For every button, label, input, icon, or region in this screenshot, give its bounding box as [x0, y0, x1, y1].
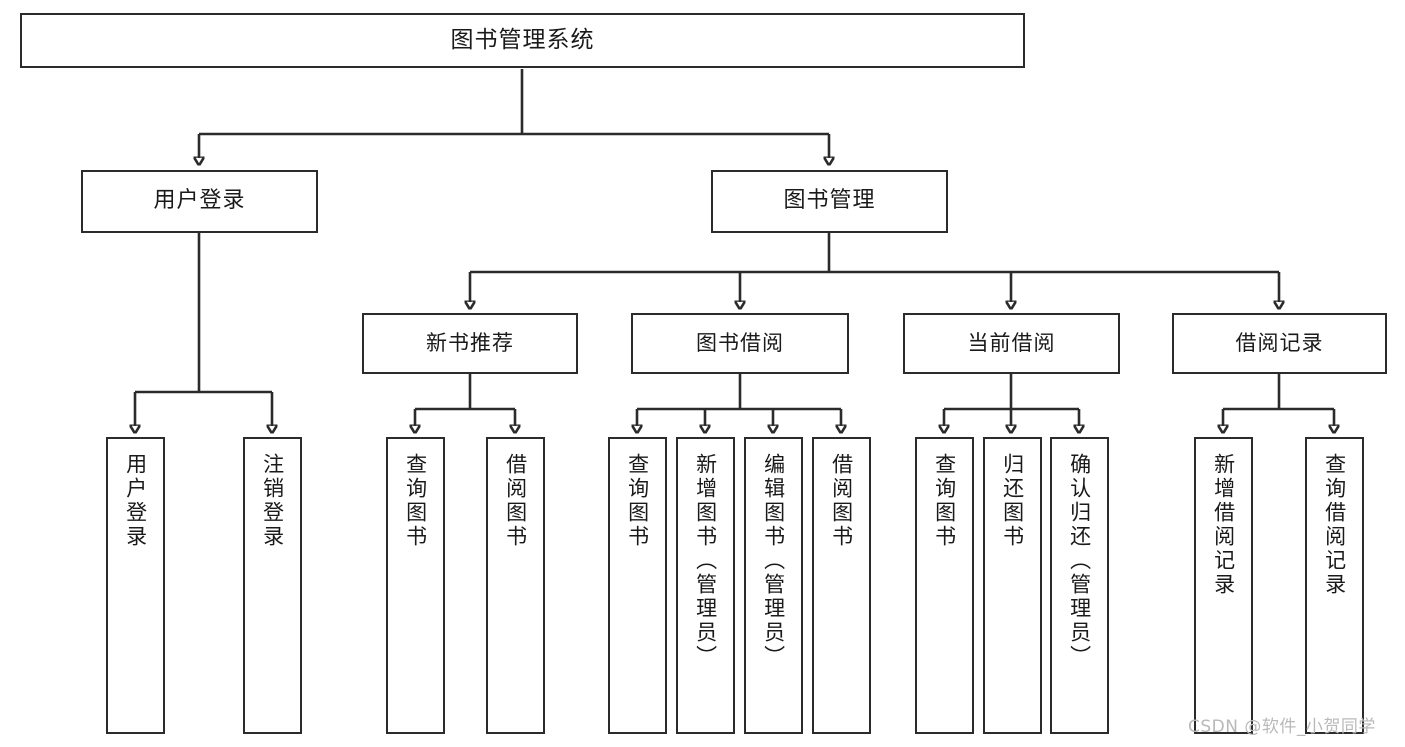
leaf-edit-book-admin[interactable]: 编辑图书（管理员） [744, 437, 803, 734]
leaf-query-book-recommend[interactable]: 查询图书 [386, 437, 445, 734]
node-label: 用户登录 [153, 188, 246, 214]
node-root-book-management-system[interactable]: 图书管理系统 [20, 13, 1025, 68]
node-label: 新增借阅记录 [1211, 453, 1236, 597]
node-label: 图书管理系统 [450, 26, 595, 53]
leaf-borrow-book-recommend[interactable]: 借阅图书 [486, 437, 545, 734]
node-borrow-records[interactable]: 借阅记录 [1172, 313, 1387, 374]
node-user-login[interactable]: 用户登录 [81, 170, 318, 233]
node-label: 确认归还（管理员） [1067, 453, 1092, 669]
leaf-add-borrow-record[interactable]: 新增借阅记录 [1194, 437, 1253, 734]
leaf-query-borrow-record[interactable]: 查询借阅记录 [1305, 437, 1364, 734]
node-label: 当前借阅 [967, 331, 1056, 356]
node-label: 图书管理 [783, 188, 876, 214]
watermark-text: CSDN @软件_小贺同学 [1188, 717, 1376, 737]
node-label: 查询图书 [403, 453, 428, 549]
leaf-borrow-book[interactable]: 借阅图书 [812, 437, 871, 734]
node-book-management[interactable]: 图书管理 [711, 170, 948, 233]
leaf-query-book-borrow[interactable]: 查询图书 [608, 437, 667, 734]
node-label: 用户登录 [123, 453, 148, 549]
node-label: 借阅记录 [1235, 331, 1324, 356]
node-book-borrow[interactable]: 图书借阅 [631, 313, 849, 374]
node-label: 借阅图书 [829, 453, 854, 549]
node-label: 归还图书 [1000, 453, 1025, 549]
leaf-confirm-return-admin[interactable]: 确认归还（管理员） [1050, 437, 1109, 734]
node-label: 编辑图书（管理员） [761, 453, 786, 669]
leaf-user-login[interactable]: 用户登录 [106, 437, 165, 734]
node-new-book-recommend[interactable]: 新书推荐 [362, 313, 578, 374]
leaf-add-book-admin[interactable]: 新增图书（管理员） [676, 437, 735, 734]
node-label: 新书推荐 [426, 331, 514, 356]
node-label: 新增图书（管理员） [693, 453, 718, 669]
node-label: 查询图书 [932, 453, 957, 549]
node-label: 注销登录 [260, 453, 285, 549]
node-label: 查询图书 [625, 453, 650, 549]
node-label: 借阅图书 [503, 453, 528, 549]
leaf-query-book-current[interactable]: 查询图书 [915, 437, 974, 734]
node-current-borrow[interactable]: 当前借阅 [903, 313, 1120, 374]
leaf-logout[interactable]: 注销登录 [243, 437, 302, 734]
leaf-return-book[interactable]: 归还图书 [983, 437, 1042, 734]
node-label: 图书借阅 [696, 331, 784, 356]
node-label: 查询借阅记录 [1322, 453, 1347, 597]
